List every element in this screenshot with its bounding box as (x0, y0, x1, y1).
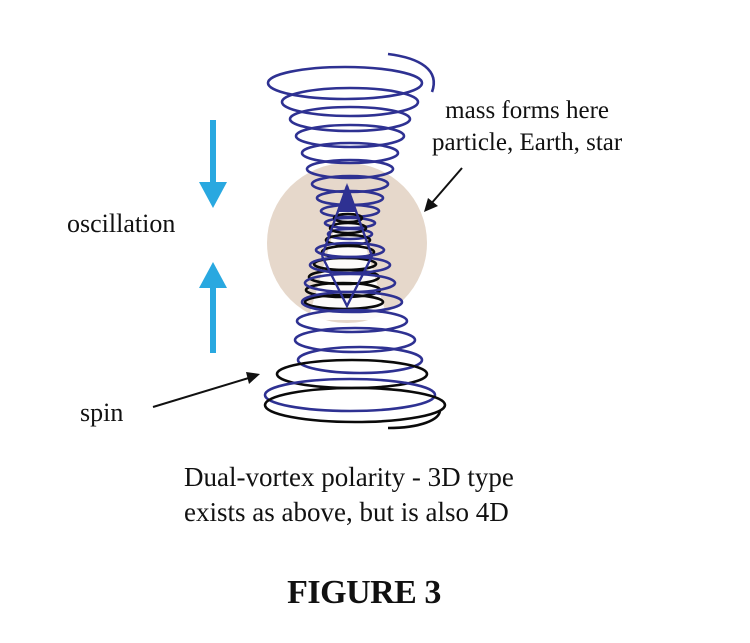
vortex-loop (300, 290, 404, 314)
vortex-loop (300, 141, 400, 165)
vortex-loop (328, 221, 368, 235)
mass-pointer-arrow (424, 167, 463, 212)
vortex-loop (288, 105, 412, 133)
vortex-loop (293, 326, 417, 354)
figure-title: FIGURE 3 (287, 574, 441, 611)
lower-vortex-spiral (263, 241, 447, 430)
caption-line1: Dual-vortex polarity - 3D type (184, 462, 514, 492)
vortex-loop (326, 227, 374, 241)
upper-vortex-spiral (266, 52, 435, 241)
spin-label: spin (80, 398, 124, 427)
mass-forms-label: mass forms here particle, Earth, star (432, 95, 622, 159)
vortex-loop (263, 377, 437, 413)
figure-caption: Dual-vortex polarity - 3D type exists as… (184, 460, 514, 530)
vortex-tail (387, 52, 435, 93)
inner-cone-outline (320, 185, 374, 309)
vortex-loop (295, 308, 409, 334)
spin-pointer-arrow (152, 372, 260, 408)
mass-label-line1: mass forms here (445, 97, 610, 124)
vortex-loop (296, 345, 424, 375)
vortex-loop (266, 65, 424, 101)
inner-cone-highlight (308, 185, 388, 320)
vortex-loop (294, 123, 406, 149)
vortex-loop (263, 386, 447, 424)
vortex-tail (387, 409, 442, 430)
vortex-loop (305, 158, 395, 180)
mass-label-line2: particle, Earth, star (432, 129, 623, 156)
vortex-loop (280, 86, 420, 118)
upper-cone-tip (337, 183, 357, 212)
caption-line2: exists as above, but is also 4D (184, 497, 509, 527)
arrow-up-icon (199, 262, 227, 353)
arrow-down-icon (199, 120, 227, 208)
oscillation-label: oscillation (67, 209, 176, 238)
